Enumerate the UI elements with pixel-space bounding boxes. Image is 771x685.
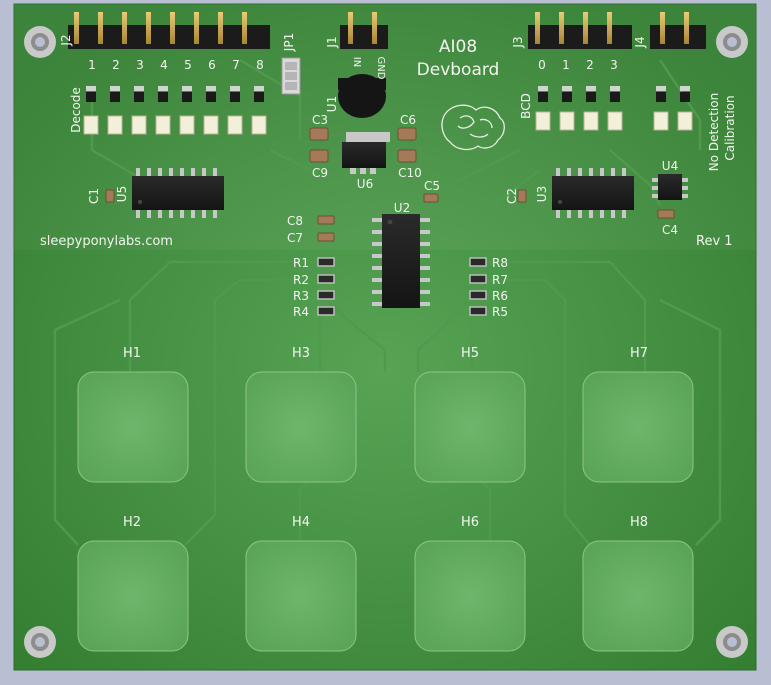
ref-c5: C5: [424, 179, 440, 193]
ref-j1: J1: [325, 36, 339, 48]
ref-r7: R7: [492, 273, 508, 287]
j3-pin-label: 2: [586, 58, 594, 72]
ic-u2: [372, 214, 430, 308]
ref-c4: C4: [662, 223, 678, 237]
regulator-u1: [338, 74, 386, 118]
header-j1: [340, 12, 388, 49]
pad-label-h2: H2: [123, 515, 141, 530]
ref-r6: R6: [492, 289, 508, 303]
passive-components: [105, 189, 675, 316]
bcd-led-array: [535, 86, 693, 131]
pony-logo-icon: [441, 104, 505, 151]
j2-pin-label: 1: [88, 58, 96, 72]
mounting-hole-bottom-left: [24, 626, 56, 658]
pad-label-h8: H8: [630, 515, 648, 530]
mounting-hole-top-left: [24, 26, 56, 58]
j2-pin-label: 4: [160, 58, 168, 72]
pad-label-h4: H4: [292, 515, 310, 530]
mounting-hole-top-right: [716, 26, 748, 58]
ref-r5: R5: [492, 305, 508, 319]
no-detection-label: No Detection: [707, 93, 721, 171]
ref-u6: U6: [357, 177, 373, 191]
traces: [53, 58, 722, 546]
ref-c7: C7: [287, 231, 303, 245]
board-title: AI08: [439, 37, 477, 57]
pad-label-h6: H6: [461, 515, 479, 530]
mounting-hole-bottom-right: [716, 626, 748, 658]
pad-labels: H1 H2 H3 H4 H5 H6 H7 H8: [123, 346, 648, 530]
ref-r8: R8: [492, 256, 508, 270]
j2-pin-labels: 1 2 3 4 5 6 7 8: [88, 58, 264, 72]
ic-u4: [652, 174, 688, 200]
ref-c2: C2: [505, 188, 519, 204]
j2-pin-label: 6: [208, 58, 216, 72]
ref-r2: R2: [293, 273, 309, 287]
website-label: sleepyponylabs.com: [40, 234, 173, 249]
jumper-jp1: [281, 57, 301, 95]
ref-j2: J2: [59, 34, 73, 46]
j2-pin-label: 5: [184, 58, 192, 72]
j1-pin-label-gnd: GND: [375, 57, 386, 80]
revision-label: Rev 1: [696, 234, 733, 249]
j2-pin-label: 7: [232, 58, 240, 72]
ref-u1: U1: [325, 96, 339, 112]
j2-pin-label: 3: [136, 58, 144, 72]
j3-pin-label: 3: [610, 58, 618, 72]
regulator-u6: [342, 132, 390, 174]
ref-u4: U4: [662, 159, 678, 173]
ic-u5: [132, 168, 224, 218]
ref-c3: C3: [312, 113, 328, 127]
ref-r1: R1: [293, 256, 309, 270]
board-subtitle: Devboard: [417, 60, 500, 80]
j3-pin-label: 1: [562, 58, 570, 72]
decode-led-array: [83, 86, 267, 135]
header-j3: [528, 12, 632, 49]
capacitors-regulator: [309, 127, 417, 163]
ref-c10: C10: [398, 166, 422, 180]
ref-u5: U5: [115, 186, 129, 202]
ref-j4: J4: [633, 36, 647, 48]
decode-label: Decode: [69, 87, 83, 133]
j3-pin-label: 0: [538, 58, 546, 72]
ic-u3: [552, 168, 634, 218]
j3-pin-labels: 0 1 2 3: [538, 58, 618, 72]
header-j4: [650, 12, 706, 49]
ref-r3: R3: [293, 289, 309, 303]
ref-j3: J3: [511, 36, 525, 48]
ref-u2: U2: [394, 201, 410, 215]
ref-c1: C1: [87, 188, 101, 204]
j2-pin-label: 2: [112, 58, 120, 72]
pad-label-h7: H7: [630, 346, 648, 361]
ref-r4: R4: [293, 305, 309, 319]
pad-label-h3: H3: [292, 346, 310, 361]
ref-jp1: JP1: [282, 33, 296, 52]
touch-pads: [77, 371, 694, 652]
bcd-label: BCD: [519, 93, 533, 119]
pad-label-h5: H5: [461, 346, 479, 361]
calibration-label: Calibration: [723, 95, 737, 160]
ref-c9: C9: [312, 166, 328, 180]
j1-pin-label-in: IN: [351, 57, 362, 67]
ref-u3: U3: [535, 186, 549, 202]
header-j2: [68, 12, 270, 49]
ref-c6: C6: [400, 113, 416, 127]
ref-c8: C8: [287, 214, 303, 228]
pad-label-h1: H1: [123, 346, 141, 361]
j2-pin-label: 8: [256, 58, 264, 72]
